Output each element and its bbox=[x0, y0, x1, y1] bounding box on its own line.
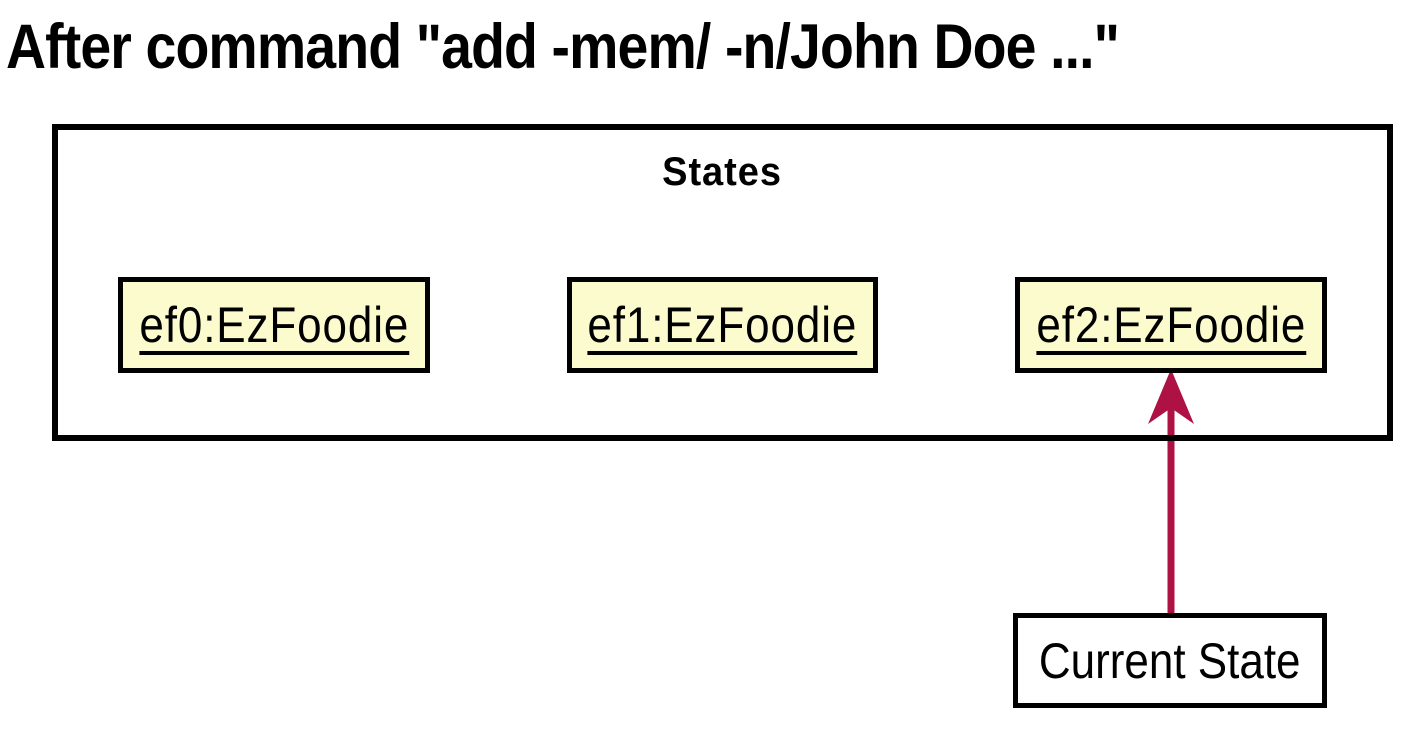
object-box-ef1-label: ef1:EzFoodie bbox=[587, 297, 858, 353]
object-box-ef2: ef2:EzFoodie bbox=[1015, 277, 1327, 373]
object-box-ef0-label: ef0:EzFoodie bbox=[139, 297, 409, 353]
diagram-title: After command "add -mem/ -n/John Doe ...… bbox=[6, 12, 1120, 82]
object-box-ef0: ef0:EzFoodie bbox=[118, 277, 430, 373]
current-state-box: Current State bbox=[1013, 613, 1327, 708]
states-frame-label: States bbox=[58, 150, 1387, 195]
states-frame: States bbox=[52, 124, 1393, 441]
current-state-arrow-icon bbox=[1148, 369, 1194, 613]
object-box-ef2-label: ef2:EzFoodie bbox=[1036, 297, 1306, 353]
object-box-ef1: ef1:EzFoodie bbox=[567, 277, 878, 373]
states-frame-label-text: States bbox=[662, 150, 783, 194]
current-state-label: Current State bbox=[1039, 632, 1301, 689]
